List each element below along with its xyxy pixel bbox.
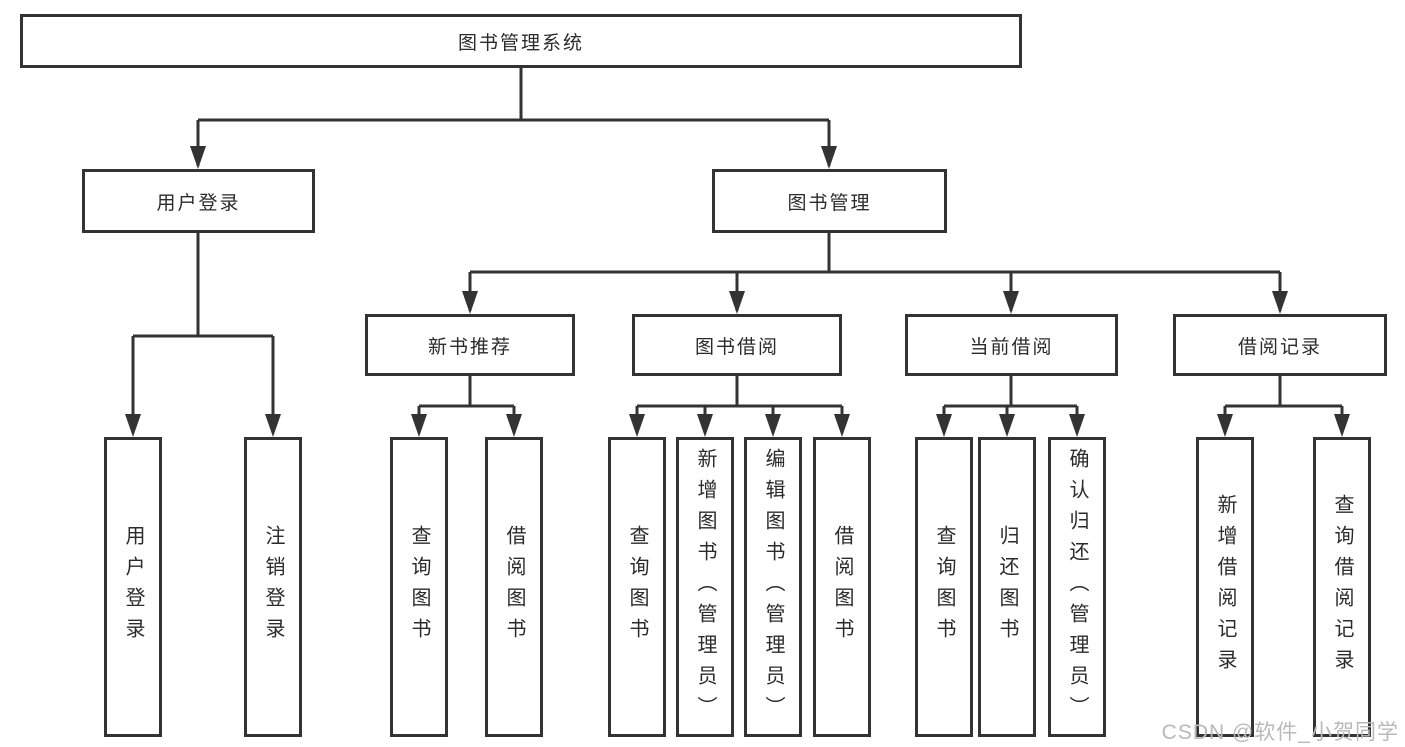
arrow-down-icon <box>834 414 850 437</box>
arrow-down-icon <box>1003 291 1019 314</box>
connector-newbookrec-to-leaves <box>417 376 516 433</box>
node-leaf-borrow-books-label: 借阅图书 <box>831 525 853 649</box>
connector-root-to-level2 <box>196 68 831 166</box>
node-leaf-add-borrow-record: 新增借阅记录 <box>1196 437 1254 737</box>
arrow-down-icon <box>936 414 952 437</box>
node-leaf-query-books-current-label: 查询图书 <box>933 525 955 649</box>
arrow-down-icon <box>1334 414 1350 437</box>
arrow-down-icon <box>190 146 206 169</box>
node-leaf-logout-label: 注销登录 <box>262 525 284 649</box>
node-book-management: 图书管理 <box>712 169 947 233</box>
node-leaf-return-books: 归还图书 <box>978 437 1036 737</box>
node-root: 图书管理系统 <box>20 14 1022 68</box>
node-leaf-user-login: 用户登录 <box>104 437 162 737</box>
connector-arrowheads <box>125 146 1350 437</box>
node-leaf-return-books-label: 归还图书 <box>996 525 1018 649</box>
arrow-down-icon <box>765 414 781 437</box>
csdn-watermark: CSDN @软件_小贺同学 <box>1161 721 1399 744</box>
arrow-down-icon <box>629 414 645 437</box>
node-leaf-query-borrow-record: 查询借阅记录 <box>1313 437 1371 737</box>
node-leaf-query-borrow-record-label: 查询借阅记录 <box>1331 494 1353 680</box>
arrow-down-icon <box>411 414 427 437</box>
node-leaf-borrow-books-recommend: 借阅图书 <box>485 437 543 737</box>
arrow-down-icon <box>1069 414 1085 437</box>
node-book-borrow: 图书借阅 <box>632 314 842 376</box>
node-root-label: 图书管理系统 <box>457 32 584 54</box>
node-leaf-query-books-recommend: 查询图书 <box>390 437 448 737</box>
connector-userlogin-to-leaves <box>131 233 275 433</box>
node-leaf-edit-books-admin-label: 编辑图书（管理员） <box>762 447 784 727</box>
arrow-down-icon <box>697 414 713 437</box>
node-current-borrow: 当前借阅 <box>905 314 1118 376</box>
node-leaf-query-books-borrow-label: 查询图书 <box>626 525 648 649</box>
node-leaf-query-books-recommend-label: 查询图书 <box>408 525 430 649</box>
node-borrow-records: 借阅记录 <box>1173 314 1387 376</box>
node-leaf-query-books-current: 查询图书 <box>915 437 973 737</box>
node-leaf-borrow-books: 借阅图书 <box>813 437 871 737</box>
arrow-down-icon <box>265 414 281 437</box>
node-new-book-recommend: 新书推荐 <box>365 314 575 376</box>
connector-bookmgmt-to-level3 <box>468 233 1282 311</box>
node-user-login: 用户登录 <box>82 169 315 233</box>
arrow-down-icon <box>125 414 141 437</box>
arrow-down-icon <box>821 146 837 169</box>
node-leaf-user-login-label: 用户登录 <box>122 525 144 649</box>
arrow-down-icon <box>462 291 478 314</box>
node-current-borrow-label: 当前借阅 <box>969 336 1054 358</box>
node-leaf-confirm-return-admin: 确认归还（管理员） <box>1048 437 1106 737</box>
node-leaf-borrow-books-recommend-label: 借阅图书 <box>503 525 525 649</box>
connector-bookborrow-to-leaves <box>635 376 844 433</box>
node-leaf-confirm-return-admin-label: 确认归还（管理员） <box>1066 447 1088 727</box>
arrow-down-icon <box>1272 291 1288 314</box>
node-leaf-query-books-borrow: 查询图书 <box>608 437 666 737</box>
arrow-down-icon <box>729 291 745 314</box>
node-borrow-records-label: 借阅记录 <box>1237 336 1322 358</box>
node-book-borrow-label: 图书借阅 <box>694 336 779 358</box>
node-leaf-add-books-admin-label: 新增图书（管理员） <box>694 447 716 727</box>
node-leaf-logout: 注销登录 <box>244 437 302 737</box>
arrow-down-icon <box>506 414 522 437</box>
connector-paths <box>131 68 1344 433</box>
node-book-management-label: 图书管理 <box>787 192 872 214</box>
node-new-book-recommend-label: 新书推荐 <box>427 336 512 358</box>
arrow-down-icon <box>999 414 1015 437</box>
connector-borrowrecords-to-leaves <box>1223 376 1344 433</box>
node-user-login-label: 用户登录 <box>156 192 241 214</box>
node-leaf-add-books-admin: 新增图书（管理员） <box>676 437 734 737</box>
node-leaf-edit-books-admin: 编辑图书（管理员） <box>744 437 802 737</box>
node-leaf-add-borrow-record-label: 新增借阅记录 <box>1214 494 1236 680</box>
arrow-down-icon <box>1217 414 1233 437</box>
